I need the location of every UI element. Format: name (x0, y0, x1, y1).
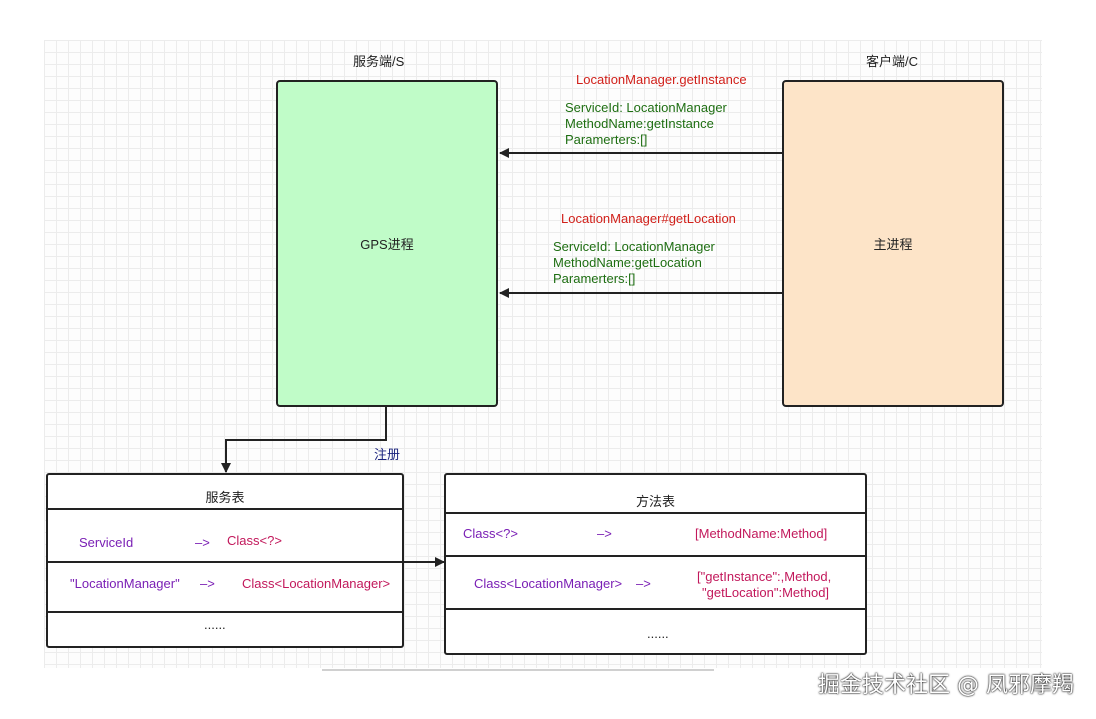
horizontal-scrollbar[interactable] (322, 669, 714, 671)
method-row2-value-line2: "getLocation":Method] (702, 585, 830, 600)
call2-method-name: MethodName:getLocation (553, 255, 702, 270)
service-table-title: 服务表 (205, 489, 245, 505)
call2-params: Paramerters:[] (553, 271, 636, 286)
service-row1-key: ServiceId (79, 535, 134, 550)
call1-service-id: ServiceId: LocationManager (565, 100, 727, 115)
method-row1-value: [MethodName:Method] (695, 526, 828, 541)
service-row1-arrow: –> (195, 535, 210, 550)
call2-title: LocationManager#getLocation (561, 211, 736, 226)
watermark: 掘金技术社区 @ 凤邪摩羯 (818, 673, 1074, 698)
service-row2-key: "LocationManager" (70, 576, 180, 591)
service-table-more: ...... (204, 617, 226, 632)
method-row2-key: Class<LocationManager> (474, 576, 623, 591)
service-table-divider (48, 508, 402, 510)
call1-method-name: MethodName:getInstance (565, 116, 714, 131)
gps-process-box: GPS进程 (276, 80, 498, 407)
server-header: 服务端/S (353, 54, 405, 69)
gps-process-label: GPS进程 (360, 237, 414, 252)
method-row1-key: Class<?> (463, 526, 518, 541)
method-row2-arrow: –> (636, 576, 651, 591)
call1-params: Paramerters:[] (565, 132, 648, 147)
call2-service-id: ServiceId: LocationManager (553, 239, 715, 254)
register-label: 注册 (374, 447, 401, 462)
main-process-label: 主进程 (873, 237, 913, 252)
method-table-divider (446, 555, 865, 557)
method-table-title: 方法表 (635, 493, 675, 509)
service-table: 服务表 ServiceId –> Class<?> "LocationManag… (46, 473, 404, 648)
service-table-divider (48, 611, 402, 613)
method-table: 方法表 Class<?> –> [MethodName:Method] Clas… (444, 473, 867, 655)
method-row1-arrow: –> (597, 526, 612, 541)
method-row2-value-line1: ["getInstance":,Method, (697, 569, 832, 584)
method-table-more: ...... (647, 626, 669, 641)
register-arrow (221, 406, 387, 473)
service-row2-value: Class<LocationManager> (242, 576, 391, 591)
service-row2-arrow: –> (200, 576, 215, 591)
main-process-box: 主进程 (782, 80, 1004, 407)
client-header: 客户端/C (866, 54, 919, 69)
method-table-divider (446, 512, 865, 514)
call1-title: LocationManager.getInstance (576, 72, 747, 87)
service-row1-value: Class<?> (227, 533, 282, 548)
method-table-divider (446, 608, 865, 610)
service-table-divider (48, 561, 402, 563)
